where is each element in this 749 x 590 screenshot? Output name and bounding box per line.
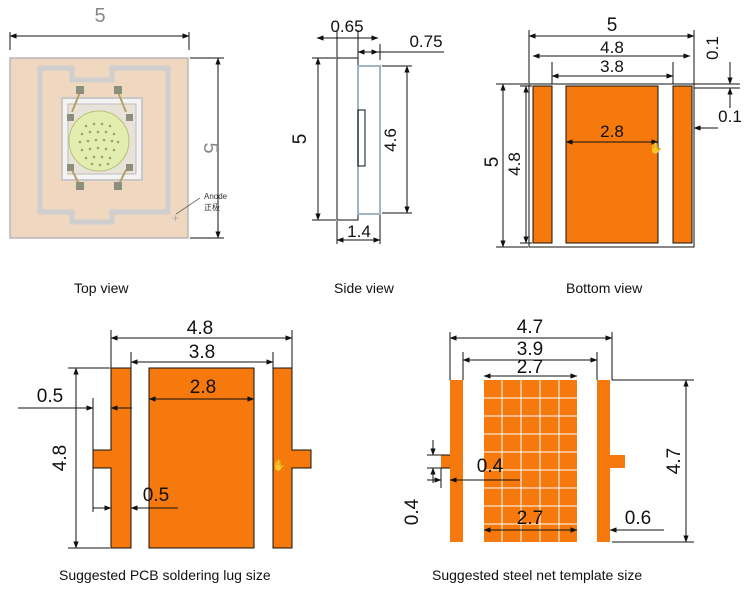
side-left-width-label: 0.65 [330, 17, 363, 36]
bottom-pad-right [672, 85, 693, 244]
bottom-view: 5 4.8 3.8 0.1 0.1 2.8 ✋ 5 [482, 15, 742, 248]
caption-steel: Suggested steel net template size [432, 567, 643, 583]
bottom-pad-center [565, 85, 659, 244]
top-width-label: 5 [94, 5, 105, 27]
pcb-lug-view: 4.8 3.8 2.8 ✋ 0.5 4.8 0.5 [18, 318, 312, 549]
steel-pad-width-label: 0.6 [625, 508, 651, 529]
pcb-pad-left [92, 367, 132, 549]
pcb-pad-right [272, 367, 312, 549]
lead-frame [37, 65, 171, 225]
bottom-center-width-label: 2.8 [600, 122, 624, 141]
steel-pad-grid [484, 380, 577, 542]
top-view: 5 5 + [9, 5, 228, 239]
side-inner-height-label: 4.6 [381, 128, 400, 152]
steel-bottom-width-label: 2.7 [517, 508, 543, 529]
side-height-label: 5 [290, 134, 311, 145]
top-height-label: 5 [199, 142, 221, 153]
steel-pad-right [597, 380, 625, 542]
bottom-side-gap-label: 0.1 [718, 107, 742, 126]
cursor-icon: ✋ [649, 142, 663, 155]
anode-label-cn: 正极 [204, 202, 220, 212]
bottom-inner-height-label: 4.8 [505, 152, 524, 176]
bottom-inner-width-label: 3.8 [600, 57, 624, 76]
cursor-icon: ✋ [272, 459, 286, 472]
side-base-width-label: 1.4 [347, 222, 371, 241]
steel-grid-lines [484, 380, 577, 542]
pcb-lug-gap-label: 0.5 [143, 485, 169, 506]
pcb-inner-width-label: 3.8 [189, 342, 215, 363]
steel-center-width-label: 2.7 [517, 357, 543, 378]
side-body-left [336, 57, 359, 221]
steel-tab-label: 0.4 [477, 456, 504, 477]
anode-label: Anode [204, 192, 228, 201]
caption-side-view: Side view [334, 280, 394, 296]
bottom-height-label: 5 [482, 157, 503, 168]
steel-outer-width-label: 4.7 [517, 317, 543, 338]
led-lens [68, 110, 130, 172]
bottom-top-gap-label: 0.1 [703, 36, 722, 60]
bottom-outer-width-label: 4.8 [600, 38, 624, 57]
steel-tab-height-label: 0.4 [402, 498, 423, 525]
caption-pcb: Suggested PCB soldering lug size [59, 567, 271, 583]
caption-bottom-view: Bottom view [566, 280, 643, 296]
steel-height-label: 4.7 [664, 448, 685, 474]
steel-inner-width-label: 3.9 [517, 339, 543, 360]
side-lens-frame [357, 65, 381, 215]
side-right-width-label: 0.75 [409, 32, 442, 51]
pcb-height-label: 4.8 [50, 445, 71, 471]
lens-dots [78, 122, 120, 167]
steel-net-view: 4.7 3.9 2.7 0.4 0.4 2.7 0.6 [402, 317, 694, 543]
caption-top-view: Top view [74, 280, 129, 296]
steel-pad-left [441, 380, 463, 542]
pcb-center-width-label: 2.8 [190, 377, 216, 398]
anode-plus-icon: + [172, 211, 179, 225]
side-view: 0.65 0.75 5 4.6 1.4 [290, 17, 444, 244]
pcb-lug-width-label: 0.5 [37, 386, 63, 407]
bottom-pad-left [532, 85, 553, 244]
bottom-total-width-label: 5 [607, 15, 618, 36]
pcb-outer-width-label: 4.8 [187, 318, 213, 339]
